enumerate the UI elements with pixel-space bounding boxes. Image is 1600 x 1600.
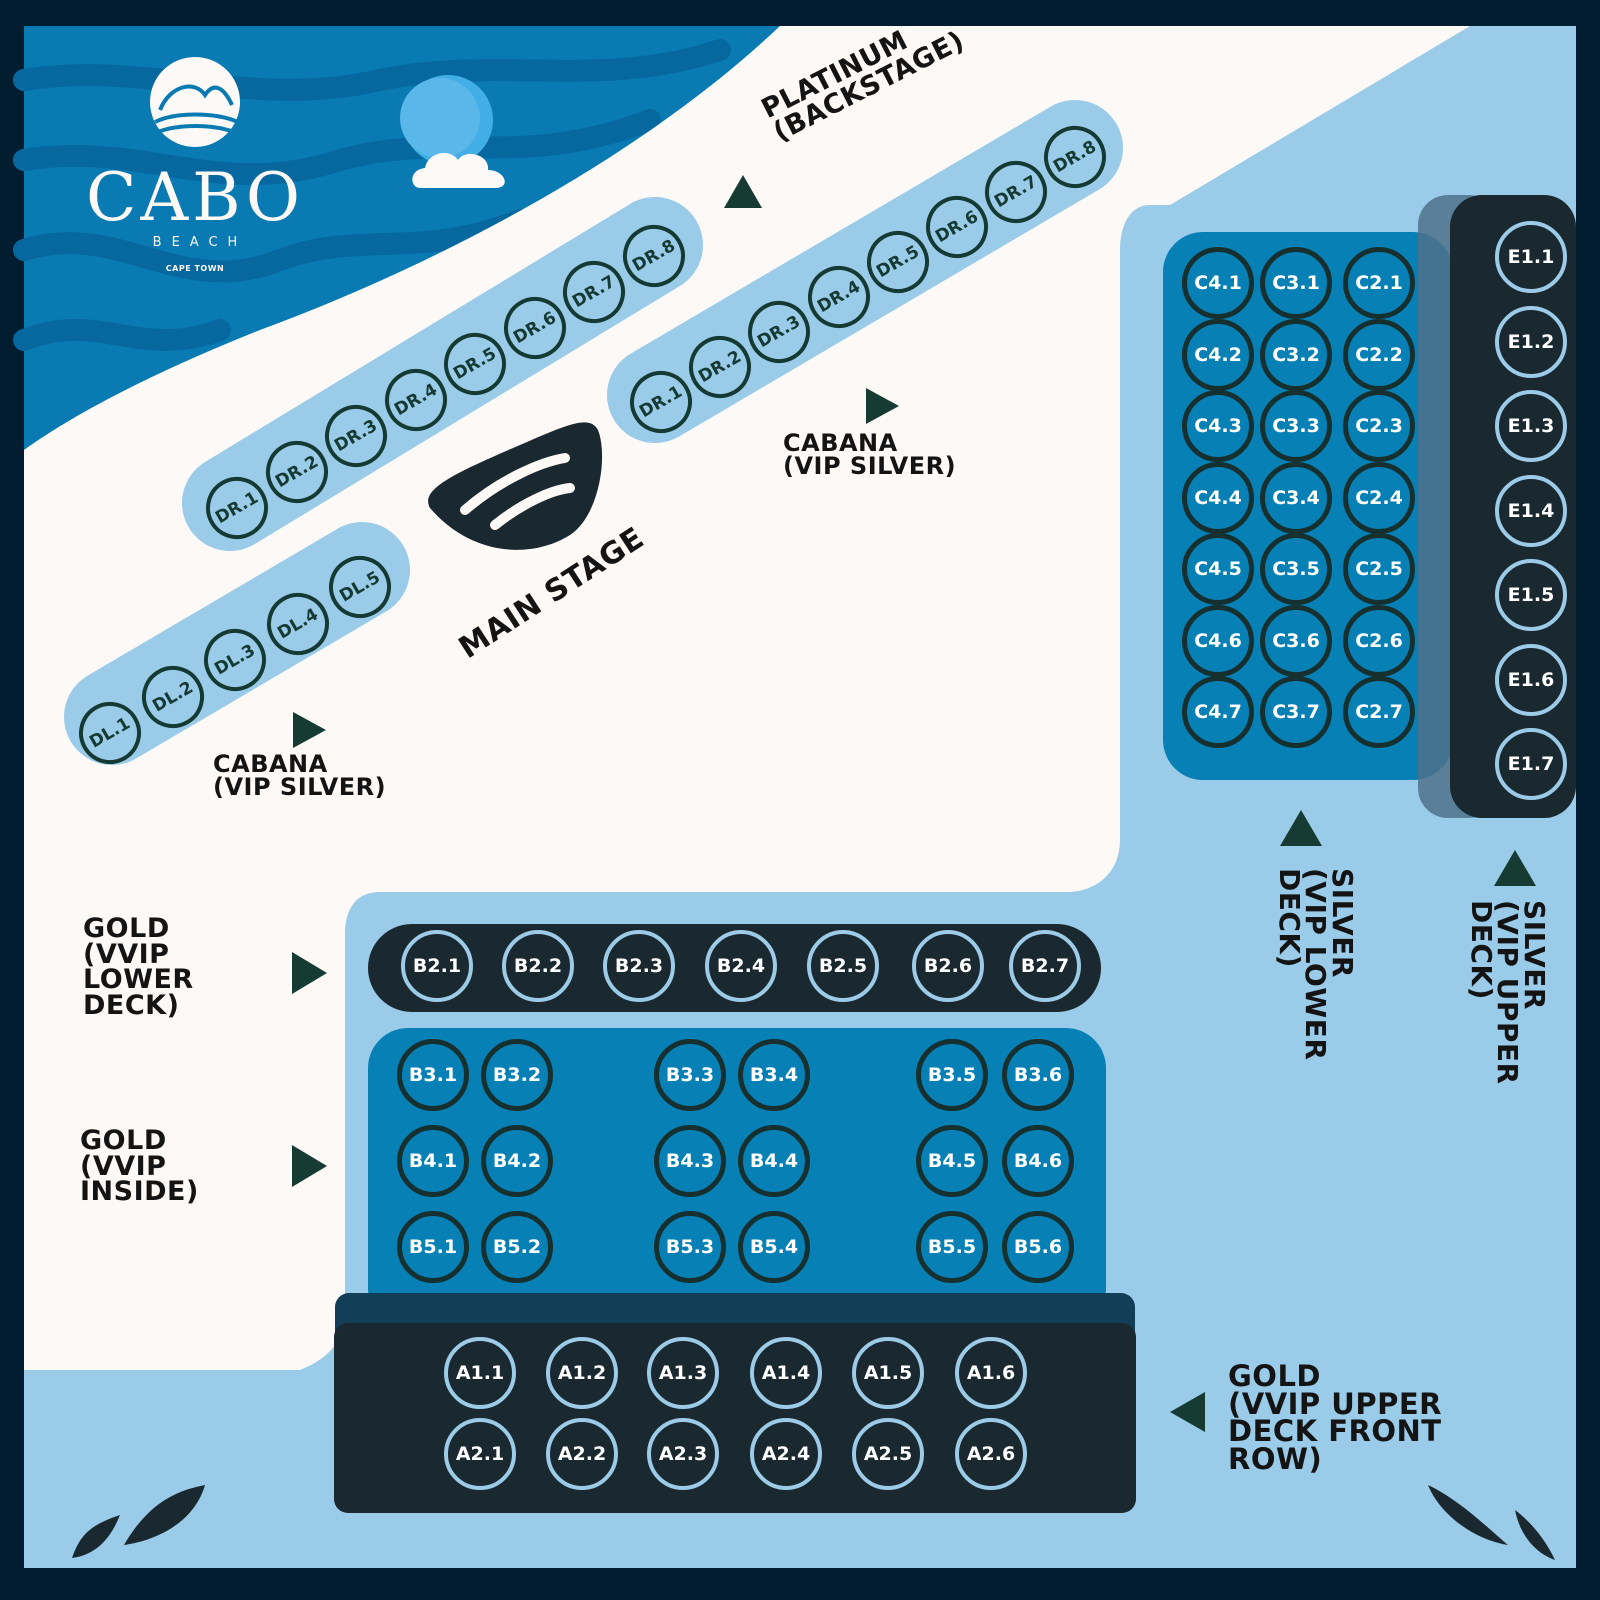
leaf-icon [124, 1485, 205, 1545]
arrow-right-icon [292, 952, 327, 994]
seat-b4-5[interactable]: B4.5 [916, 1125, 988, 1197]
seat-b3-2[interactable]: B3.2 [481, 1039, 553, 1111]
seat-e1-3[interactable]: E1.3 [1495, 390, 1567, 462]
cabana-right-label: CABANA (VIP SILVER) [783, 429, 957, 480]
seat-b2-7[interactable]: B2.7 [1009, 930, 1081, 1002]
seat-c4-7[interactable]: C4.7 [1182, 676, 1254, 748]
dr-front-row-pill [607, 100, 1123, 443]
seat-c3-4[interactable]: C3.4 [1260, 461, 1332, 534]
seat-a2-3[interactable]: A2.3 [647, 1418, 719, 1490]
seat-c2-4[interactable]: C2.4 [1343, 461, 1415, 534]
seat-c2-7[interactable]: C2.7 [1343, 676, 1415, 748]
arrow-up-icon [1494, 850, 1536, 886]
seat-b3-4[interactable]: B3.4 [738, 1039, 810, 1111]
dl-row-pill [64, 522, 410, 765]
seat-c2-6[interactable]: C2.6 [1343, 604, 1415, 677]
seat-b2-1[interactable]: B2.1 [401, 930, 473, 1002]
seat-e1-5[interactable]: E1.5 [1495, 559, 1567, 631]
seat-c3-2[interactable]: C3.2 [1260, 318, 1332, 391]
seat-c2-1[interactable]: C2.1 [1343, 247, 1415, 319]
seat-b5-6[interactable]: B5.6 [1002, 1211, 1074, 1283]
arrow-right-icon [293, 712, 326, 748]
gold-inside-label: GOLD (VVIP INSIDE) [80, 1125, 199, 1208]
seat-b3-5[interactable]: B3.5 [916, 1039, 988, 1111]
seat-b2-4[interactable]: B2.4 [705, 930, 777, 1002]
seat-a1-2[interactable]: A1.2 [546, 1337, 618, 1409]
seat-b4-1[interactable]: B4.1 [397, 1125, 469, 1197]
seat-a1-1[interactable]: A1.1 [444, 1337, 516, 1409]
seat-c3-5[interactable]: C3.5 [1260, 533, 1332, 605]
seat-c4-6[interactable]: C4.6 [1182, 604, 1254, 677]
seat-a2-5[interactable]: A2.5 [852, 1418, 924, 1490]
seat-a2-1[interactable]: A2.1 [444, 1418, 516, 1490]
seat-c2-2[interactable]: C2.2 [1343, 318, 1415, 391]
seat-b4-4[interactable]: B4.4 [738, 1125, 810, 1197]
seat-b5-1[interactable]: B5.1 [397, 1211, 469, 1283]
seat-a2-6[interactable]: A2.6 [955, 1418, 1027, 1490]
seat-c4-5[interactable]: C4.5 [1182, 533, 1254, 605]
silver-lower-label: SILVER (VIP LOWER DECK) [1272, 868, 1359, 1061]
cloud-icon [412, 153, 505, 188]
seat-a1-5[interactable]: A1.5 [852, 1337, 924, 1409]
seat-b5-2[interactable]: B5.2 [481, 1211, 553, 1283]
seat-c2-3[interactable]: C2.3 [1343, 390, 1415, 462]
seat-e1-7[interactable]: E1.7 [1495, 728, 1567, 800]
seat-c3-1[interactable]: C3.1 [1260, 247, 1332, 319]
arrow-right-icon [866, 388, 899, 424]
seat-c4-3[interactable]: C4.3 [1182, 390, 1254, 462]
brand-location: CAPE TOWN [165, 264, 225, 273]
seat-b5-5[interactable]: B5.5 [916, 1211, 988, 1283]
seat-b4-3[interactable]: B4.3 [654, 1125, 726, 1197]
arrow-right-icon [292, 1145, 327, 1187]
seat-b2-6[interactable]: B2.6 [912, 930, 984, 1002]
seat-e1-4[interactable]: E1.4 [1495, 474, 1567, 547]
dr-back-row-pill [182, 197, 703, 551]
seat-c4-2[interactable]: C4.2 [1182, 318, 1254, 391]
gold-upper-front-block [334, 1323, 1136, 1513]
arrow-up-icon [724, 175, 762, 208]
seat-b3-6[interactable]: B3.6 [1002, 1039, 1074, 1111]
brand-sub: BEACH [152, 235, 248, 250]
seat-b5-3[interactable]: B5.3 [654, 1211, 726, 1283]
seat-e1-6[interactable]: E1.6 [1495, 643, 1567, 716]
arrow-left-icon [1170, 1392, 1205, 1432]
seat-a2-4[interactable]: A2.4 [750, 1418, 822, 1490]
gold-inside-block [368, 1028, 1106, 1328]
seat-b2-2[interactable]: B2.2 [502, 930, 574, 1002]
brand-logo: CABO BEACH CAPE TOWN [75, 159, 315, 274]
silver-upper-label: SILVER (VIP UPPER DECK) [1464, 900, 1551, 1085]
seat-a1-6[interactable]: A1.6 [955, 1337, 1027, 1409]
seat-b5-4[interactable]: B5.4 [738, 1211, 810, 1283]
leaf-icon [1428, 1485, 1508, 1545]
seat-b2-5[interactable]: B2.5 [807, 930, 879, 1002]
logo-wave-icon [150, 57, 240, 147]
cabana-left-label: CABANA (VIP SILVER) [213, 750, 387, 801]
leaf-icon [1515, 1510, 1555, 1560]
seat-c3-7[interactable]: C3.7 [1260, 676, 1332, 748]
seat-c4-1[interactable]: C4.1 [1182, 247, 1254, 319]
seat-e1-1[interactable]: E1.1 [1495, 221, 1567, 293]
seat-b4-2[interactable]: B4.2 [481, 1125, 553, 1197]
gold-upper-front-label: GOLD (VVIP UPPER DECK FRONT ROW) [1228, 1359, 1442, 1476]
seat-c3-6[interactable]: C3.6 [1260, 604, 1332, 677]
brand-name: CABO [86, 159, 304, 236]
seat-b4-6[interactable]: B4.6 [1002, 1125, 1074, 1197]
seat-c2-5[interactable]: C2.5 [1343, 533, 1415, 605]
seat-b2-3[interactable]: B2.3 [603, 930, 675, 1002]
seat-b3-1[interactable]: B3.1 [397, 1039, 469, 1111]
seat-a1-4[interactable]: A1.4 [750, 1337, 822, 1409]
leaf-icon [72, 1515, 120, 1558]
seat-a2-2[interactable]: A2.2 [546, 1418, 618, 1490]
ocean-waves [13, 39, 731, 351]
seat-c3-3[interactable]: C3.3 [1260, 390, 1332, 462]
seat-e1-2[interactable]: E1.2 [1495, 305, 1567, 378]
seat-c4-4[interactable]: C4.4 [1182, 461, 1254, 534]
seat-b3-3[interactable]: B3.3 [654, 1039, 726, 1111]
arrow-up-icon [1280, 810, 1322, 846]
gold-lower-deck-label: GOLD (VVIP LOWER DECK) [83, 913, 194, 1021]
seat-a1-3[interactable]: A1.3 [647, 1337, 719, 1409]
